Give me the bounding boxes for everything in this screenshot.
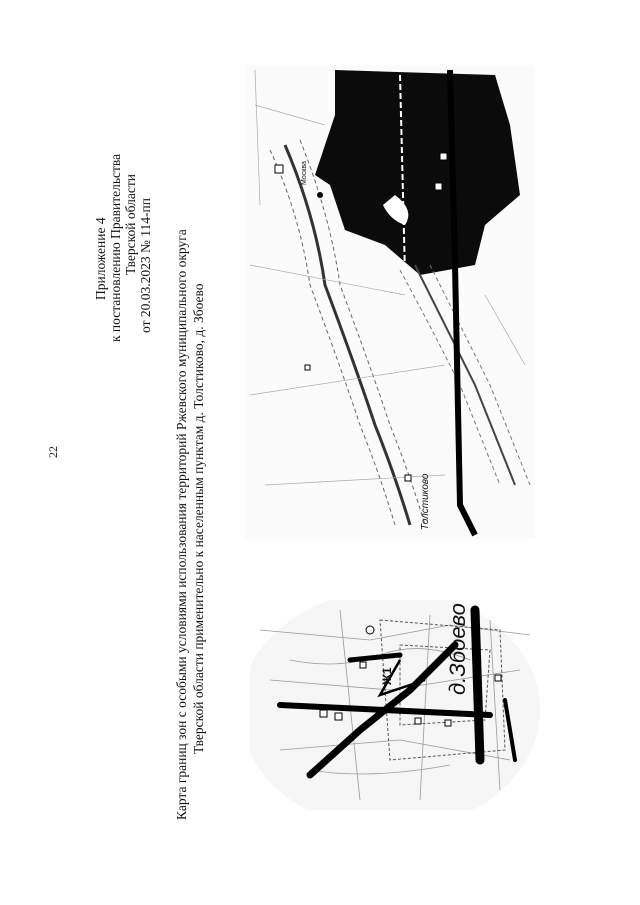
- label-zh1: Ж1: [380, 667, 394, 685]
- map-tolstikovo-drawing: [245, 65, 535, 540]
- map-zboevo: д.Збоево Ж1: [250, 600, 540, 810]
- map-title-line-2: Тверской области применительно к населен…: [191, 283, 206, 754]
- map-zboevo-drawing: [250, 600, 540, 810]
- map-title-line-1: Карта границ зон с особыми условиями исп…: [174, 229, 189, 820]
- appendix-line-3: Тверской области: [123, 174, 138, 275]
- appendix-line-4: от 20.03.2023 № 114-пп: [138, 198, 153, 333]
- appendix-line-1: Приложение 4: [93, 217, 108, 300]
- label-moskva: Москва: [301, 161, 308, 185]
- appendix-line-2: к постановлению Правительства: [108, 153, 123, 342]
- label-tolstikovo: Толстиково: [420, 473, 431, 531]
- label-zboevo: д.Збоево: [445, 603, 470, 695]
- page-number: 22: [46, 446, 60, 458]
- map-tolstikovo: Толстиково Москва: [245, 65, 535, 540]
